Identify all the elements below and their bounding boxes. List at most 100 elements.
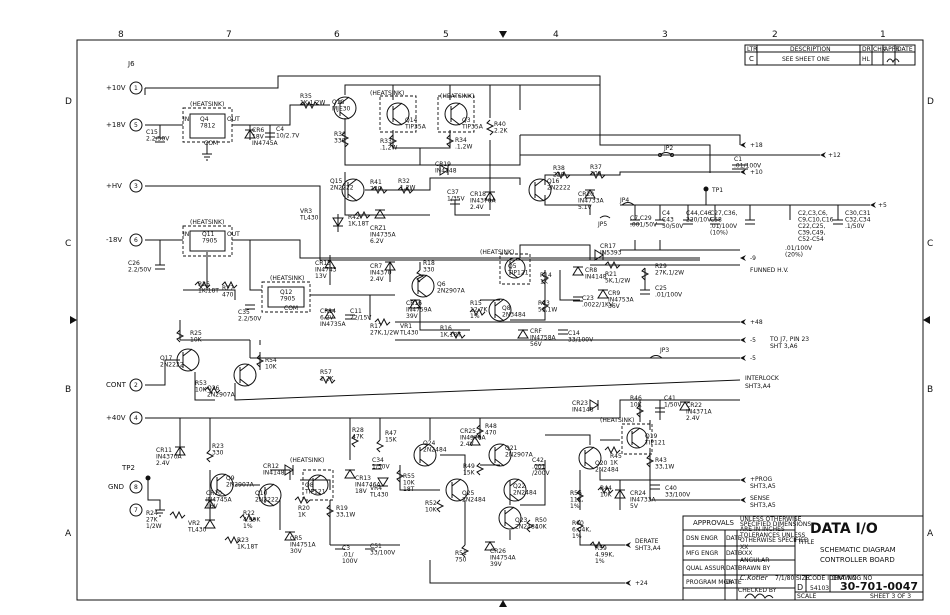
label-r22-0: R22 [243, 510, 255, 517]
res-r50 [526, 519, 535, 533]
ground-q4 [202, 153, 212, 161]
res-r57 [319, 375, 336, 385]
label-r41-1: 220 [370, 186, 382, 193]
jumper-jp4 [621, 202, 635, 206]
label-q6-1: 2N2907A [437, 288, 466, 295]
label-q21-0: Q21 [505, 445, 518, 452]
vr3-glyph [332, 217, 344, 227]
label-c40-0: C40 [665, 485, 677, 492]
res-r27 [221, 280, 238, 290]
label-r48-1: 470 [485, 430, 497, 437]
j6-pin-7-num: 7 [134, 507, 138, 514]
rev-row-dr: HL [862, 56, 871, 63]
zone-row-c-right: C [927, 239, 933, 249]
res-r28 [351, 434, 360, 448]
zener-cr10 [204, 499, 216, 509]
label-c41-1: 1/50V [664, 402, 682, 409]
res-r24 [169, 510, 186, 520]
tb-dwg-caption: DRAWING NO [832, 575, 873, 582]
out-derate-sht-label: SHT3,A4 [635, 545, 661, 552]
zone-col-1: 1 [880, 30, 886, 40]
rev-initials-scribble [886, 58, 900, 64]
res-r43 [646, 454, 655, 468]
tp2: TP2 [121, 464, 165, 517]
label-c42-2: /200V [532, 470, 550, 477]
label-c30c31-0: C30,C31 [845, 210, 871, 217]
label-c37-1: 1/35V [447, 196, 465, 203]
label-cr12-1: IN4148 [263, 470, 285, 477]
label-q12-0: Q12 [280, 289, 293, 296]
out-interlock-label: INTERLOCK [745, 375, 780, 382]
cap-c30 [833, 219, 843, 225]
label-vr3-0: VR3 [300, 208, 312, 215]
transistor-q15 [341, 178, 365, 202]
label-r47-1: 15K [385, 437, 398, 444]
label-r21-0: R21 [605, 271, 617, 278]
label-r49-0: R49 [463, 463, 475, 470]
label-r13-1: 51,1W [538, 307, 557, 314]
label-r20-0: R20 [298, 505, 310, 512]
heatsink-q14-frame [379, 95, 417, 133]
j6-pin-4: 4 +40V [106, 411, 143, 425]
label-c4c43-1: C43 [662, 217, 674, 224]
label-q25-0: Q25 [462, 490, 475, 497]
res-r17 [374, 317, 391, 327]
tb-row-mfg: MFG ENGR [686, 550, 718, 557]
label-jp4-0: JP4 [619, 197, 629, 204]
label-r15-0: R15 [470, 300, 482, 307]
q11-body [189, 230, 226, 252]
label-c4-0: C4 [276, 126, 284, 133]
passive-glyphs [155, 100, 843, 558]
rev-row-desc: SEE SHEET ONE [782, 56, 830, 63]
cap-c51 [365, 544, 375, 550]
res-r32 [397, 185, 414, 195]
tb-date-3: DATE [726, 565, 742, 572]
label-cr20-1: IN4733A [578, 198, 605, 205]
zener-cr22 [679, 401, 691, 411]
tb-date-1: DATE [726, 535, 742, 542]
label-q15-1: 2N2222 [330, 185, 354, 192]
rev-header-ltr: LTR [747, 46, 757, 53]
label-r17-1: 27K,1/2W [370, 330, 399, 337]
label-c25-1: .01/100V [655, 292, 683, 299]
res-r45 [604, 445, 621, 455]
label-c2c3-1: C9,C10,C16 [798, 217, 834, 224]
label-q8b-1: TIP121 [304, 489, 326, 496]
transistor-q8-mid [488, 298, 512, 322]
label-q15-0: Q15 [330, 178, 343, 185]
label-q5-0: Q5 [508, 263, 517, 270]
label-c3-0: C3 [342, 545, 350, 552]
label-r37-1: 100 [590, 171, 602, 178]
res-r14 [541, 271, 550, 285]
res-r36 [340, 131, 350, 148]
title-block: APPROVALS UNLESS OTHERWISE SPECIFIED DIM… [682, 515, 924, 601]
tb-approvals: APPROVALS [693, 519, 735, 527]
cap-c27 [710, 219, 720, 225]
label-c27c36-1: C58 [710, 217, 722, 224]
label-cr19-0: CR19 [435, 161, 451, 168]
q12-body [267, 286, 305, 308]
label-r36-0: R36 [334, 131, 346, 138]
label-cr20-0: CR20 [578, 191, 594, 198]
heatsink-q19-frame [621, 423, 653, 455]
heatsink-q3-frame [437, 95, 475, 133]
zone-row-d-right: D [927, 97, 934, 107]
out-funned-hv-label: FUNNED H.V. [750, 267, 789, 274]
heatsink-blocks [182, 95, 653, 501]
label-cr26-2: 39V [490, 561, 503, 568]
label-q4-0: Q4 [200, 116, 209, 123]
res-r23b [224, 535, 241, 545]
cap-c4c43 [655, 219, 665, 225]
label-r57-0: R57 [320, 369, 332, 376]
tb-tol-2: SPECIFIED DIMENSIONS [740, 521, 811, 528]
transistor-q26 [233, 363, 257, 387]
label-c3-2: 100V [342, 558, 358, 565]
transistor-q9 [210, 473, 234, 497]
label-c1-0: C1 [734, 156, 742, 163]
label-q11-in-0: IN [183, 231, 189, 238]
zener-cr5 [284, 531, 296, 541]
label-r47-0: R47 [385, 430, 397, 437]
label-cr14-2: IN4735A [320, 321, 347, 328]
label-cr25-0: CR25 [460, 428, 476, 435]
zener-cr7 [384, 261, 396, 271]
